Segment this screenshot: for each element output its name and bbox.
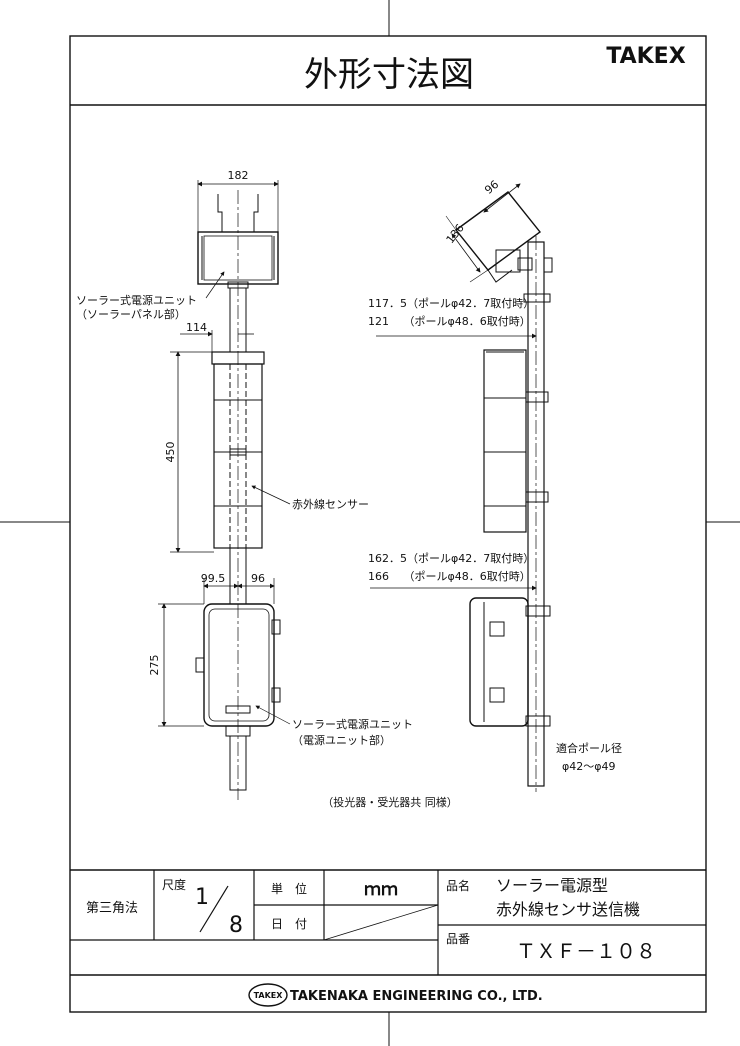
dim-sensor-height: 450: [164, 442, 177, 463]
product-number-label: 品番: [446, 932, 470, 946]
sheet-frame: [69, 35, 707, 1013]
power-unit-side: [469, 597, 529, 727]
company-logo: TAKEX: [248, 983, 288, 1007]
title-block: [70, 870, 706, 975]
side-view: [370, 183, 553, 792]
projection-method: 第三角法: [86, 901, 138, 916]
sensor-side-body: [483, 349, 527, 533]
dim-top-offset-1: 117．5（ポールφ42．7取付時）: [368, 297, 534, 310]
dim-top-offset-2: 121 （ポールφ48．6取付時）: [368, 315, 531, 328]
date-label: 日 付: [271, 917, 307, 931]
dim-power-left: 99.5: [201, 572, 226, 585]
dim-panel-depth: 96: [482, 178, 501, 197]
dim-top-width: 182: [228, 169, 249, 182]
label-power-unit-line1: ソーラー式電源ユニット: [292, 717, 413, 731]
product-name-label: 品名: [446, 878, 470, 893]
unit-label: 単 位: [271, 881, 307, 896]
dim-power-height: 275: [148, 655, 161, 676]
unit-value: ｍｍ: [364, 880, 398, 900]
scale-label: 尺度: [162, 877, 186, 892]
label-solar-panel-line2: （ソーラーパネル部）: [76, 307, 186, 321]
label-solar-panel-line1: ソーラー式電源ユニット: [76, 293, 197, 307]
pole-front-top: [229, 287, 247, 353]
note-same-for-both: （投光器・受光器共 同様）: [322, 795, 458, 809]
label-power-unit-line2: （電源ユニット部）: [292, 733, 391, 747]
pole-diameter-range: φ42～φ49: [562, 760, 616, 773]
product-name-line1: ソーラー電源型: [496, 876, 608, 895]
product-name-line2: 赤外線センサ送信機: [496, 900, 640, 919]
brand-logo-text: TAKEX: [606, 44, 685, 69]
scale-numerator: 1: [195, 885, 209, 910]
dim-power-right: 96: [251, 572, 265, 585]
dim-sensor-width: 114: [186, 321, 207, 334]
company-logo-text: TAKEX: [254, 991, 284, 1000]
company-name: TAKENAKA ENGINEERING CO., LTD.: [290, 989, 543, 1004]
pole-diameter-label: 適合ポール径: [556, 741, 622, 755]
dim-bottom-offset-2: 166 （ポールφ48．6取付時）: [368, 570, 531, 583]
dim-bottom-offset-1: 162．5（ポールφ42．7取付時）: [368, 552, 534, 565]
power-unit-front: [203, 603, 275, 727]
product-number: ＴＸＦ－１０８: [516, 939, 656, 963]
scale-denominator: 8: [229, 913, 243, 938]
front-view: [158, 180, 291, 800]
label-sensor: 赤外線センサー: [292, 497, 369, 511]
drawing-title: 外形寸法図: [304, 55, 474, 95]
